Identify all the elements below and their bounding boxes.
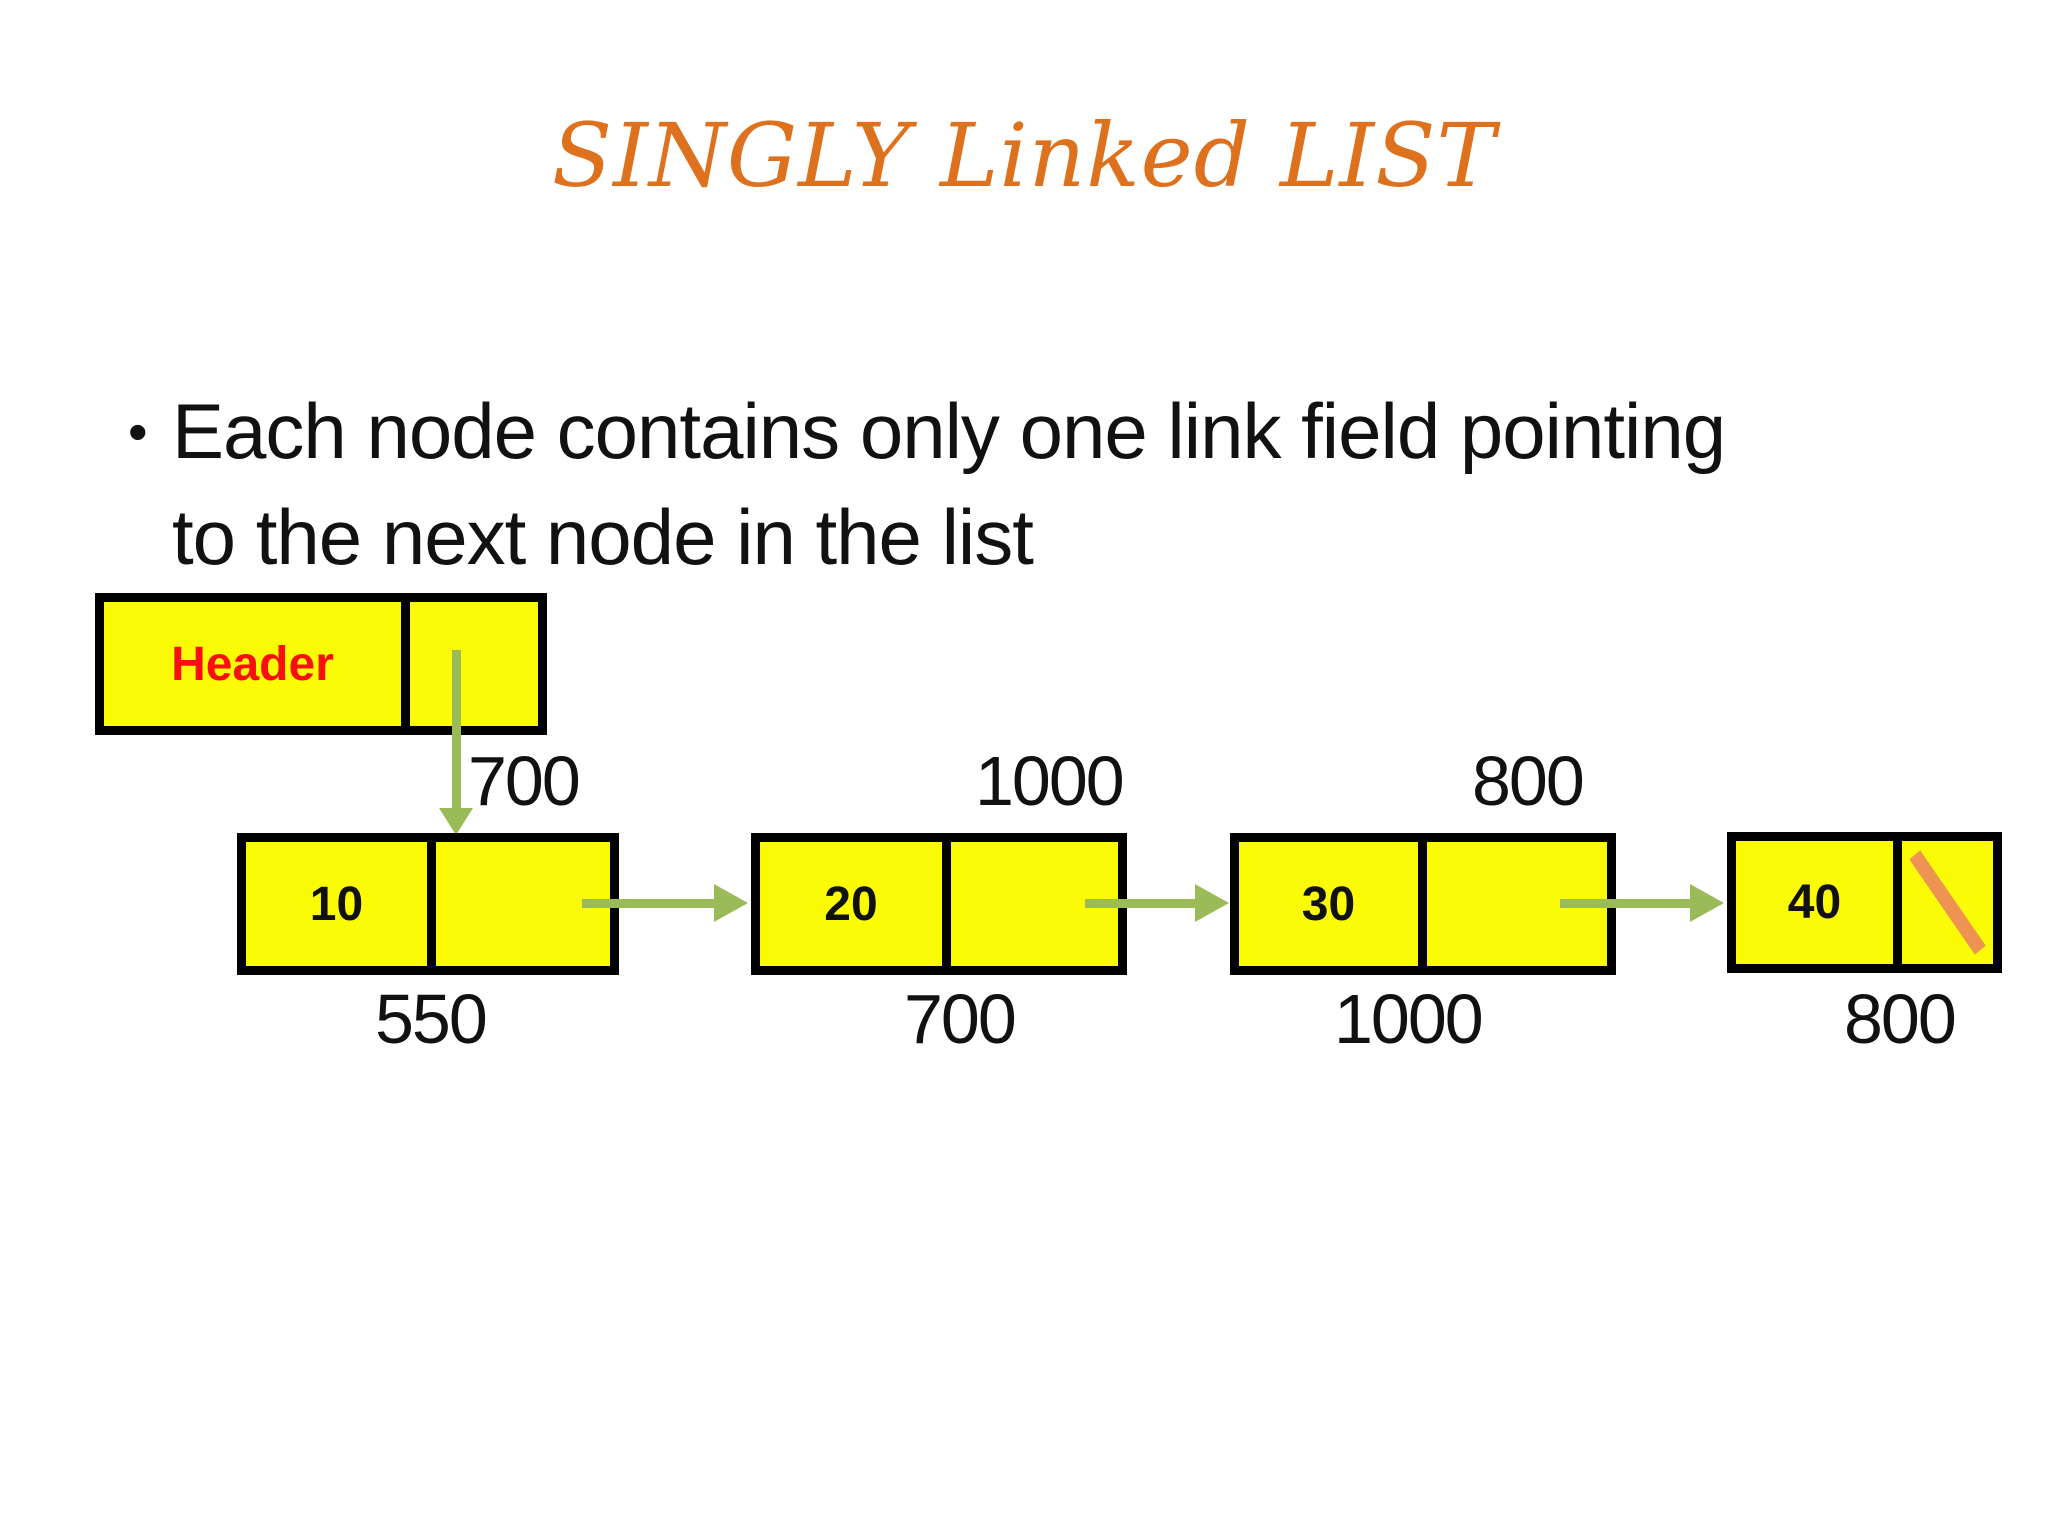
node-1-box: 10: [237, 833, 619, 975]
node-3-value: 30: [1301, 877, 1356, 931]
node-2-pointer-cell: [942, 842, 1118, 966]
arrow-node1-to-node2-head: [714, 884, 748, 922]
node-3-next-pointer-label: 800: [1472, 742, 1585, 820]
node-1-next-pointer-label: 700: [468, 742, 581, 820]
node-1-value: 10: [309, 877, 364, 931]
arrow-node2-to-node3-head: [1195, 884, 1229, 922]
bullet-marker: •: [128, 400, 148, 463]
node-1-pointer-cell: [427, 842, 610, 966]
node-4-pointer-cell: [1893, 841, 1993, 964]
arrow-node2-to-node3-line: [1085, 899, 1197, 908]
arrow-header-to-node1-line: [452, 650, 461, 810]
node-3-box: 30: [1230, 833, 1616, 975]
node-3-pointer-cell: [1418, 842, 1607, 966]
node-4-data-cell: 40: [1736, 841, 1893, 964]
node-4-box: 40: [1727, 832, 2002, 973]
slide-title: SINGLY Linked LIST: [551, 104, 1497, 207]
node-2-next-pointer-label: 1000: [975, 742, 1125, 820]
arrow-node3-to-node4-head: [1690, 884, 1724, 922]
arrow-node1-to-node2-line: [582, 899, 716, 908]
node-3-address-label: 1000: [1334, 980, 1484, 1058]
bullet-text-line-2: to the next node in the list: [172, 493, 1034, 582]
header-node-data-cell: Header: [104, 602, 401, 726]
header-node-label: Header: [171, 637, 334, 691]
node-2-data-cell: 20: [760, 842, 942, 966]
node-3-data-cell: 30: [1239, 842, 1418, 966]
node-2-address-label: 700: [904, 980, 1017, 1058]
arrow-header-to-node1-head: [439, 808, 473, 835]
bullet-text: Each node contains only one link field p…: [172, 378, 1726, 590]
node-2-box: 20: [751, 833, 1127, 975]
node-1-data-cell: 10: [246, 842, 427, 966]
arrow-node3-to-node4-line: [1560, 899, 1692, 908]
node-2-value: 20: [824, 877, 878, 931]
node-4-value: 40: [1787, 876, 1842, 929]
node-1-address-label: 550: [375, 980, 488, 1058]
null-pointer-slash-icon: [1909, 850, 1986, 955]
header-node-box: Header: [95, 593, 547, 735]
bullet-text-line-1: Each node contains only one link field p…: [172, 387, 1726, 475]
node-4-address-label: 800: [1844, 980, 1957, 1058]
header-node-pointer-cell: [401, 602, 538, 726]
bullet-item: • Each node contains only one link field…: [128, 378, 1988, 590]
